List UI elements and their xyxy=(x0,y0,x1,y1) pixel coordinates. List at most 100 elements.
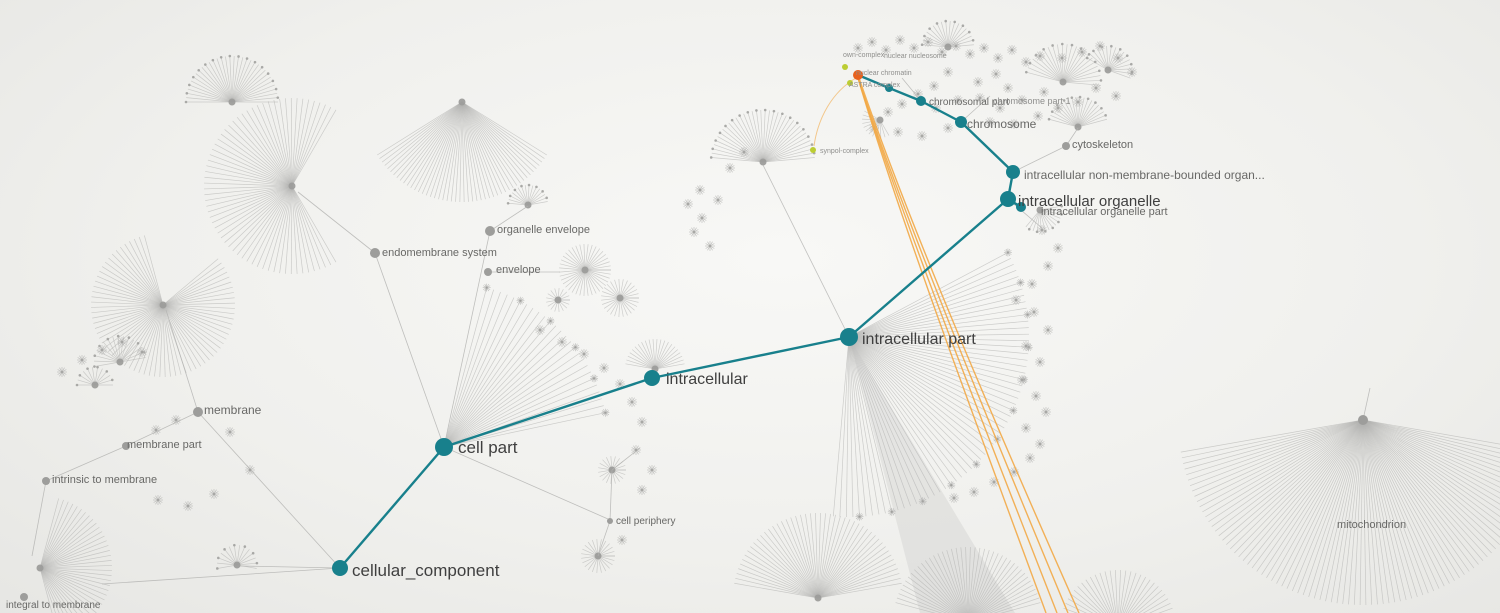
node-intracellular-non-membrane-bounded-organelle[interactable] xyxy=(1006,165,1020,179)
label-intracellular-non-membrane[interactable]: intracellular non-membrane-bounded organ… xyxy=(1024,168,1265,182)
fan-cluster xyxy=(93,334,146,368)
node-cytoskeleton[interactable] xyxy=(1062,142,1070,150)
node-endomembrane-system[interactable] xyxy=(370,248,380,258)
label-nuclear-nucleosome[interactable]: nuclear nucleosome xyxy=(884,53,947,60)
fan-cluster xyxy=(1085,44,1134,79)
node-cell-periphery[interactable] xyxy=(607,518,613,524)
graph-edge xyxy=(239,565,341,569)
label-intracellular-part[interactable]: intracellular part xyxy=(862,331,976,348)
label-membrane[interactable]: membrane xyxy=(204,403,262,417)
label-nuclear-chromatin[interactable]: nuclear chromatin xyxy=(856,70,912,77)
node-selected-term[interactable] xyxy=(853,70,863,80)
label-intracellular-organelle[interactable]: intracellular organelle xyxy=(1018,193,1161,210)
label-cellular-component[interactable]: cellular_component xyxy=(352,561,500,580)
term-node-glyph xyxy=(77,355,87,365)
label-intracellular[interactable]: intracellular xyxy=(666,371,748,388)
fan-cluster xyxy=(36,498,112,613)
node-synpol-complex-node[interactable] xyxy=(810,147,816,153)
label-membrane-part[interactable]: membrane part xyxy=(127,439,202,451)
label-synpol-complex[interactable]: synpol-complex xyxy=(820,148,869,155)
label-organelle-envelope[interactable]: organelle envelope xyxy=(497,224,590,236)
term-node-glyph xyxy=(1113,53,1123,63)
edge-bundle-layer xyxy=(849,337,1015,613)
label-integral-to-membrane[interactable]: integral to membrane xyxy=(6,600,101,611)
fan-center-node xyxy=(1104,66,1112,74)
node-mitochondrion[interactable] xyxy=(1358,415,1368,425)
term-node-glyph xyxy=(695,185,705,195)
term-node-glyph xyxy=(689,227,699,237)
graph-edge xyxy=(374,252,445,448)
term-node-glyph xyxy=(909,43,919,53)
fan-center-node xyxy=(944,43,952,51)
term-node-glyph xyxy=(893,127,903,137)
node-membrane-part[interactable] xyxy=(122,442,130,450)
term-node-glyph xyxy=(895,35,905,45)
node-chromatin[interactable] xyxy=(885,84,893,92)
label-cell-periphery[interactable]: cell periphery xyxy=(616,516,675,527)
label-intracellular-organelle-part[interactable]: intracellular organelle part xyxy=(1041,206,1168,218)
fan-clusters-layer xyxy=(36,19,1500,613)
term-node-glyph xyxy=(1017,375,1027,385)
association-link xyxy=(857,77,1047,613)
label-intrinsic-to-membrane[interactable]: intrinsic to membrane xyxy=(52,474,157,486)
term-node-glyph xyxy=(579,349,589,359)
node-integral-to-membrane[interactable] xyxy=(20,593,28,601)
graph-edge xyxy=(101,567,341,585)
label-mitochondrion[interactable]: mitochondrion xyxy=(1337,519,1406,531)
term-node-glyph xyxy=(995,103,1005,113)
node-envelope[interactable] xyxy=(484,268,492,276)
label-cell-part[interactable]: cell part xyxy=(458,438,518,457)
fan-center-node xyxy=(759,158,767,166)
node-intracellular-part[interactable] xyxy=(840,328,858,346)
term-node-glyph xyxy=(705,241,715,251)
node-intracellular-organelle-part[interactable] xyxy=(1016,202,1026,212)
term-node-glyph xyxy=(225,427,235,437)
highlight-path-edge xyxy=(919,99,963,124)
label-endomembrane-system[interactable]: endomembrane system xyxy=(382,247,497,259)
fan-center-node xyxy=(233,561,241,569)
node-cellular-component[interactable] xyxy=(332,560,348,576)
term-node-glyph xyxy=(991,69,1001,79)
label-own-complex[interactable]: own-complex xyxy=(843,52,885,59)
fan-center-node xyxy=(814,594,822,602)
node-cell-part[interactable] xyxy=(435,438,453,456)
term-node-glyph xyxy=(1029,307,1039,317)
term-node-glyph xyxy=(1127,67,1137,77)
term-node-glyph xyxy=(590,374,599,383)
label-envelope[interactable]: envelope xyxy=(496,264,541,276)
term-node-glyph xyxy=(1011,295,1021,305)
term-node-glyph xyxy=(1016,278,1025,287)
fan-cluster xyxy=(440,283,610,451)
term-node-glyph xyxy=(1023,310,1032,319)
term-node-glyph xyxy=(151,425,161,435)
label-astra-complex[interactable]: ASTRA complex xyxy=(849,82,900,89)
node-intracellular[interactable] xyxy=(644,370,660,386)
term-node-glyph xyxy=(951,41,961,51)
label-cytoskeleton[interactable]: cytoskeleton xyxy=(1072,139,1133,151)
label-chromosomal-part[interactable]: chromosomal part xyxy=(929,97,1009,108)
fan-center-node xyxy=(554,296,562,304)
graph-edge xyxy=(597,520,611,557)
node-chromosome[interactable] xyxy=(955,116,967,128)
node-intracellular-organelle[interactable] xyxy=(1000,191,1016,207)
term-node-glyph xyxy=(1035,439,1045,449)
association-link xyxy=(857,77,1058,613)
term-node-glyph xyxy=(617,535,627,545)
node-chromosomal-part[interactable] xyxy=(916,96,926,106)
label-chromosome[interactable]: chromosome xyxy=(967,117,1037,131)
term-node-glyph xyxy=(601,408,610,417)
term-node-glyph xyxy=(209,489,219,499)
node-highlight-b[interactable] xyxy=(847,80,853,86)
node-intrinsic-to-membrane[interactable] xyxy=(42,477,50,485)
graph-edge xyxy=(197,411,341,569)
label-chromosome-part-1[interactable]: chromosome part 1 xyxy=(993,96,1071,106)
node-highlight-a[interactable] xyxy=(842,64,848,70)
graph-edge xyxy=(443,446,609,520)
node-organelle-envelope[interactable] xyxy=(485,226,495,236)
term-node-glyph xyxy=(631,445,641,455)
term-node-glyph xyxy=(1091,83,1101,93)
node-membrane[interactable] xyxy=(193,407,203,417)
term-node-glyph xyxy=(975,93,985,103)
